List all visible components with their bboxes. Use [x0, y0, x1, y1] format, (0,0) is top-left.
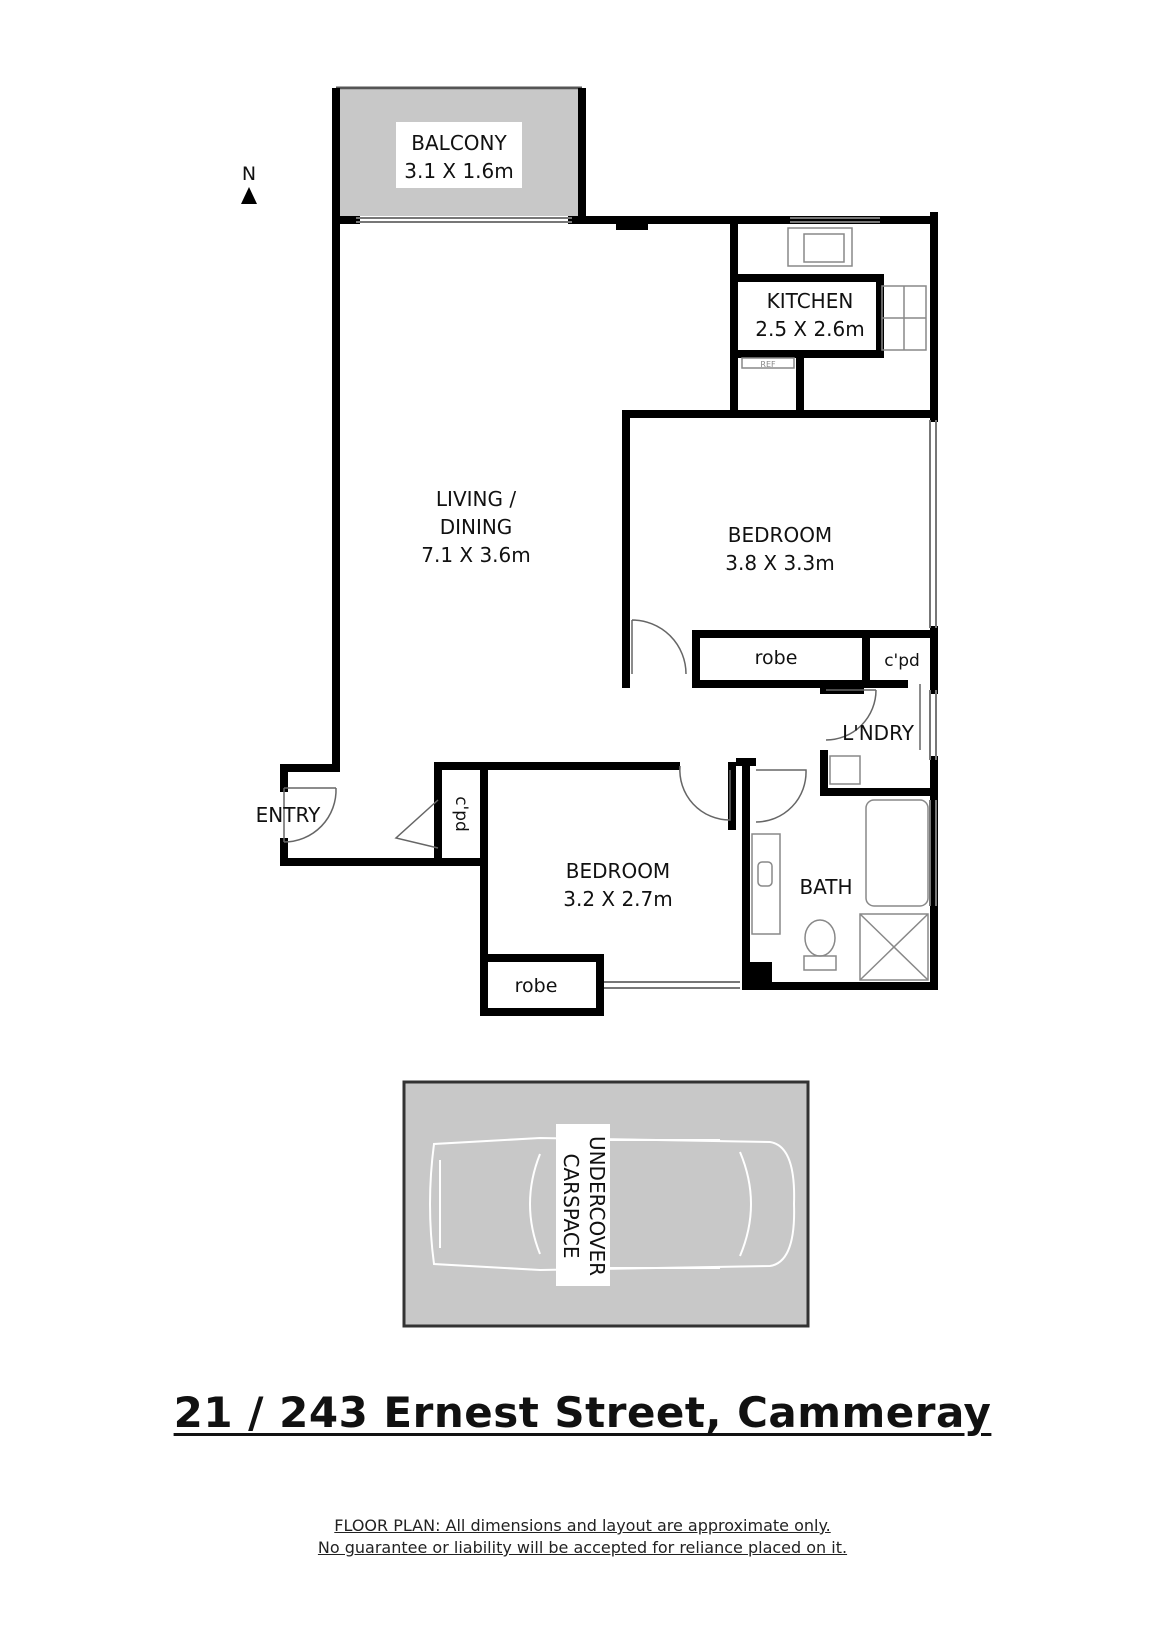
- laundry-label: L'NDRY: [842, 721, 915, 745]
- cupboard-entry-label: c'pd: [451, 796, 471, 832]
- disclaimer-line-1: FLOOR PLAN: All dimensions and layout ar…: [334, 1516, 831, 1535]
- bedroom-main-name: BEDROOM: [728, 523, 832, 547]
- balcony-name: BALCONY: [411, 131, 507, 155]
- bedroom-main-size: 3.8 X 3.3m: [725, 551, 835, 575]
- bath-label: BATH: [799, 875, 852, 899]
- bath-fixtures: [751, 799, 929, 981]
- living-name-1: LIVING /: [436, 487, 516, 511]
- windows: [356, 217, 937, 989]
- kitchen-size: 2.5 X 2.6m: [755, 317, 865, 341]
- balcony: BALCONY 3.1 X 1.6m: [332, 86, 586, 220]
- walls: [280, 212, 938, 1016]
- bedroom-2-size: 3.2 X 2.7m: [563, 887, 673, 911]
- cupboard-laundry-label: c'pd: [884, 651, 920, 671]
- living-size: 7.1 X 3.6m: [421, 543, 531, 567]
- carspace-line2: CARSPACE: [559, 1154, 583, 1259]
- disclaimer-line-2: No guarantee or liability will be accept…: [317, 1538, 848, 1557]
- compass-label: N: [242, 163, 256, 185]
- north-arrow-icon: [241, 187, 257, 204]
- balcony-size: 3.1 X 1.6m: [404, 159, 514, 183]
- carspace: UNDERCOVER CARSPACE: [402, 1080, 810, 1328]
- robe-main-label: robe: [755, 647, 798, 669]
- robe-2-label: robe: [515, 975, 558, 997]
- kitchen-name: KITCHEN: [767, 289, 854, 313]
- north-compass: N: [241, 163, 257, 204]
- column: [616, 216, 648, 230]
- fridge-label: REF: [760, 360, 776, 369]
- property-address: 21 / 243 Ernest Street, Cammeray: [173, 1388, 992, 1437]
- kitchen-fixtures: REF: [741, 227, 927, 369]
- carspace-line1: UNDERCOVER: [585, 1136, 609, 1276]
- bedroom-2-name: BEDROOM: [566, 859, 670, 883]
- laundry-tub: [829, 755, 861, 785]
- living-name-2: DINING: [440, 515, 513, 539]
- entry-label: ENTRY: [256, 803, 321, 827]
- column: [746, 962, 772, 988]
- car-icon: [429, 1136, 796, 1272]
- doors: [283, 619, 921, 849]
